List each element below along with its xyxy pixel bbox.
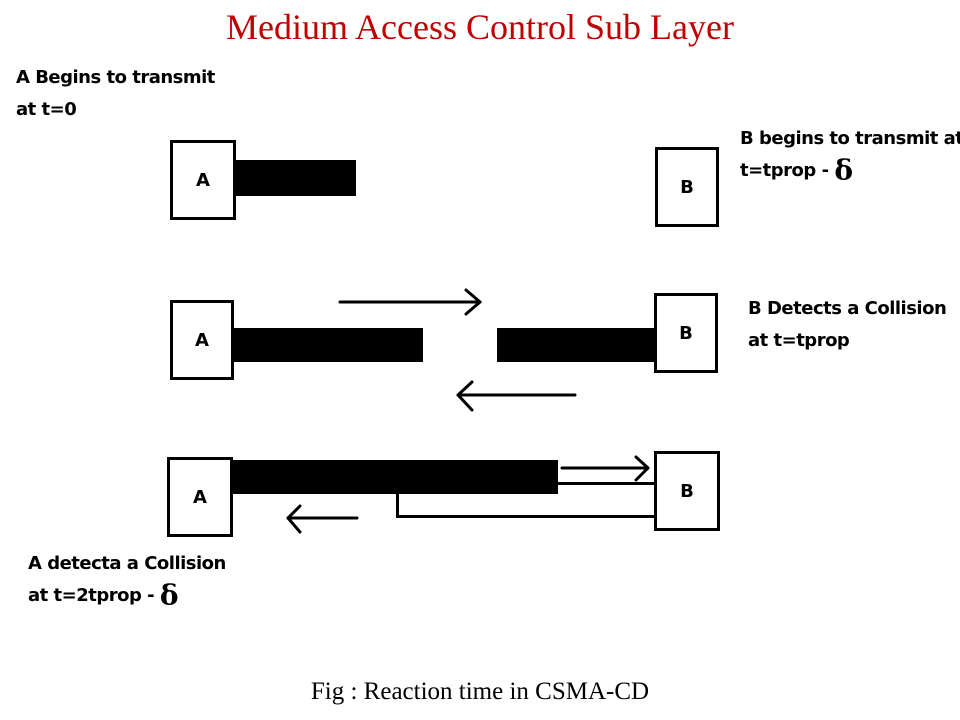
note-b-detects-line1: B Detects a Collision bbox=[748, 298, 947, 319]
delta-symbol: δ bbox=[159, 579, 179, 612]
station-b-row2: B bbox=[654, 293, 718, 373]
note-b-begins-line2: t=tprop - bbox=[740, 160, 829, 181]
station-b-row3: B bbox=[654, 451, 720, 531]
right-arrow-icon bbox=[560, 455, 650, 482]
note-b-begins-line2-wrap: t=tprop - δ bbox=[740, 155, 960, 187]
left-arrow-icon bbox=[286, 504, 359, 534]
note-b-detects: B Detects a Collision at t=tprop bbox=[748, 293, 947, 357]
station-b-row1: B bbox=[655, 147, 719, 227]
left-arrow-icon bbox=[456, 380, 577, 412]
station-a-row2: A bbox=[170, 300, 234, 380]
signal-a-row1 bbox=[232, 160, 356, 196]
note-b-detects-line2: at t=tprop bbox=[748, 330, 850, 351]
station-a-row3: A bbox=[167, 457, 233, 537]
signal-b-row2 bbox=[497, 328, 659, 362]
note-a-detects-line2-wrap: at t=2tprop - δ bbox=[28, 580, 226, 612]
signal-a-row3 bbox=[228, 460, 558, 494]
note-a-begins-line1: A Begins to transmit bbox=[16, 67, 215, 88]
note-a-detects-line2: at t=2tprop - bbox=[28, 585, 155, 606]
note-a-detects-line1: A detecta a Collision bbox=[28, 553, 226, 574]
right-arrow-icon bbox=[338, 288, 482, 316]
note-a-detects: A detecta a Collision at t=2tprop - δ bbox=[28, 548, 226, 612]
note-b-begins-line1: B begins to transmit at bbox=[740, 128, 960, 149]
slide-title: Medium Access Control Sub Layer bbox=[226, 7, 734, 47]
note-a-begins: A Begins to transmit at t=0 bbox=[16, 62, 215, 126]
delta-symbol: δ bbox=[834, 154, 853, 187]
note-b-begins: B begins to transmit at t=tprop - δ bbox=[740, 123, 960, 187]
station-a-row1: A bbox=[170, 140, 236, 220]
note-a-begins-line2: at t=0 bbox=[16, 99, 77, 120]
signal-a-row2 bbox=[230, 328, 423, 362]
figure-caption: Fig : Reaction time in CSMA-CD bbox=[310, 678, 650, 705]
